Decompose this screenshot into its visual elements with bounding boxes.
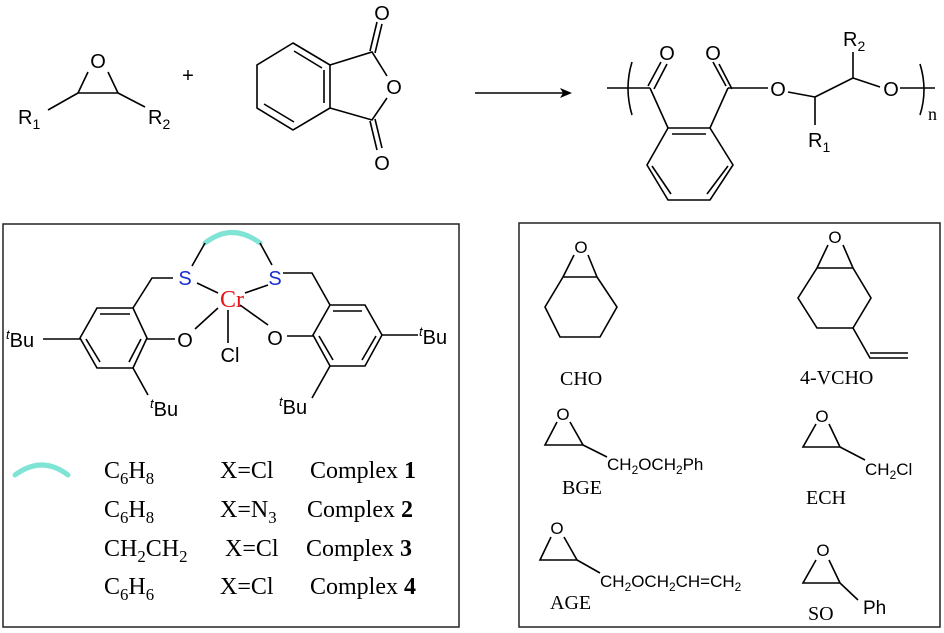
oxygen-left: O <box>177 330 193 352</box>
legend-row-4: C6H6 X=Cl Complex 4 <box>104 574 416 604</box>
plus-sign: + <box>182 65 194 87</box>
oxygen-label: O <box>90 51 106 73</box>
epoxide-4-vcho: O 4-VCHO <box>797 228 908 389</box>
chloride-ligand: Cl <box>221 345 240 367</box>
so-label: SO <box>808 603 834 625</box>
x-ligand: X=Cl <box>220 458 274 484</box>
ring-oxygen: O <box>386 77 402 99</box>
epoxide-cho: O CHO <box>544 238 618 390</box>
chromium-complex-structure: S S Cr O O Cl tBu tBu tBu tBu <box>6 230 447 421</box>
bridge-legend-arc <box>12 462 71 478</box>
r1-label: R1 <box>808 130 830 155</box>
tbu-left: tBu <box>6 327 34 352</box>
epoxide-box <box>518 222 941 628</box>
sulfur-left: S <box>178 268 191 290</box>
tbu-bottom-right: tBu <box>279 394 307 419</box>
bridge-formula: C6H8 <box>104 458 154 488</box>
epoxide-age: O CH2OCH2CH=CH2 AGE <box>538 519 742 614</box>
oxygen-label: O <box>815 407 828 426</box>
reaction-arrow <box>475 88 572 98</box>
complex-label: Complex 2 <box>307 497 413 523</box>
epoxide-so: O Ph SO <box>801 541 886 625</box>
legend-row-3: CH2CH2 X=Cl Complex 3 <box>104 536 412 566</box>
complex-label: Complex 3 <box>306 536 412 562</box>
bridge-formula: C6H8 <box>104 497 154 527</box>
bridge-arc <box>202 230 263 246</box>
bge-label: BGE <box>562 477 602 499</box>
oxygen-right: O <box>267 328 283 350</box>
r1-label: R1 <box>18 107 40 132</box>
sulfur-right: S <box>268 268 281 290</box>
phenyl-label: Ph <box>863 598 886 619</box>
tbu-right: tBu <box>419 324 447 349</box>
x-ligand: X=Cl <box>220 574 274 600</box>
complex-label: Complex 4 <box>310 574 416 600</box>
bge-substituent: CH2OCH2Ph <box>607 455 703 477</box>
chromium-center: Cr <box>220 287 244 313</box>
complex-label: Complex 1 <box>310 458 416 484</box>
catalyst-box <box>2 223 460 628</box>
repeat-n: n <box>928 104 937 124</box>
ech-substituent: CH2Cl <box>865 460 912 482</box>
carbonyl-oxygen-bottom: O <box>374 153 390 175</box>
polyester-product: O O O O R1 R2 n <box>607 29 937 201</box>
x-ligand: X=Cl <box>225 536 279 562</box>
epoxide-bge: O CH2OCH2Ph BGE <box>543 405 703 499</box>
bridge-formula: CH2CH2 <box>104 536 187 566</box>
carbonyl-oxygen-2: O <box>705 43 721 65</box>
complex-legend: C6H8 X=Cl Complex 1 C6H8 X=N3 Complex 2 … <box>12 458 416 604</box>
age-label: AGE <box>550 592 591 614</box>
carbonyl-oxygen-1: O <box>659 43 675 65</box>
legend-row-2: C6H8 X=N3 Complex 2 <box>104 497 413 527</box>
r2-label: R2 <box>148 107 170 132</box>
epoxide-monomer: O R1 R2 <box>18 51 170 132</box>
r2-label: R2 <box>843 29 865 54</box>
oxygen-label: O <box>828 228 841 247</box>
oxygen-label: O <box>816 541 829 560</box>
phthalic-anhydride: O O O <box>256 3 402 175</box>
legend-row-1: C6H8 X=Cl Complex 1 <box>104 458 416 488</box>
age-substituent: CH2OCH2CH=CH2 <box>600 572 742 594</box>
ech-label: ECH <box>806 487 846 509</box>
carbonyl-oxygen-top: O <box>374 3 390 25</box>
tbu-bottom-left: tBu <box>150 396 178 421</box>
cho-label: CHO <box>560 368 602 390</box>
oxygen-label: O <box>550 519 563 538</box>
ester-oxygen: O <box>770 79 786 101</box>
x-ligand: X=N3 <box>220 497 277 527</box>
oxygen-label: O <box>556 405 569 424</box>
ether-oxygen: O <box>883 79 899 101</box>
epoxide-ech: O CH2Cl ECH <box>801 407 912 509</box>
vcho-label: 4-VCHO <box>800 367 873 389</box>
oxygen-label: O <box>574 238 587 257</box>
bridge-formula: C6H6 <box>104 574 154 604</box>
